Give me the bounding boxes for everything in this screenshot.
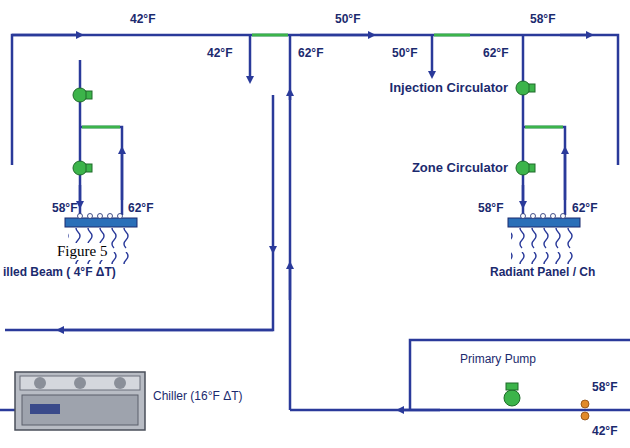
node-text: illed Beam ( 4°F ΔT) bbox=[3, 265, 116, 279]
temperature-label: 58°F bbox=[530, 12, 555, 26]
temperature-label: 50°F bbox=[335, 12, 360, 26]
chiller-label: Chiller (16°F ΔT) bbox=[153, 389, 243, 403]
panel-label: Radiant Panel / Ch bbox=[490, 265, 595, 279]
node-text: Radiant Panel / Ch bbox=[490, 265, 595, 279]
pump-label: Primary Pump bbox=[460, 352, 536, 366]
temperature-label: 50°F bbox=[392, 46, 417, 60]
figure-caption: Figure 5 bbox=[55, 243, 109, 260]
temperature-label: 42°F bbox=[207, 46, 232, 60]
temperature-label: 58°F bbox=[478, 201, 503, 215]
temperature-label: 58°F bbox=[592, 380, 617, 394]
temperature-label: 62°F bbox=[483, 46, 508, 60]
temperature-label: 42°F bbox=[130, 12, 155, 26]
temperature-label: 62°F bbox=[298, 46, 323, 60]
temperature-label: 62°F bbox=[572, 201, 597, 215]
circulator-label: Zone Circulator bbox=[412, 161, 508, 175]
temperature-label: 58°F bbox=[52, 201, 77, 215]
node-text: Chiller (16°F ΔT) bbox=[153, 389, 243, 403]
beam-label: illed Beam ( 4°F ΔT) bbox=[3, 265, 116, 279]
temperature-label: 62°F bbox=[128, 201, 153, 215]
temperature-label: 42°F bbox=[592, 424, 617, 438]
circulator-label: Injection Circulator bbox=[390, 81, 508, 95]
